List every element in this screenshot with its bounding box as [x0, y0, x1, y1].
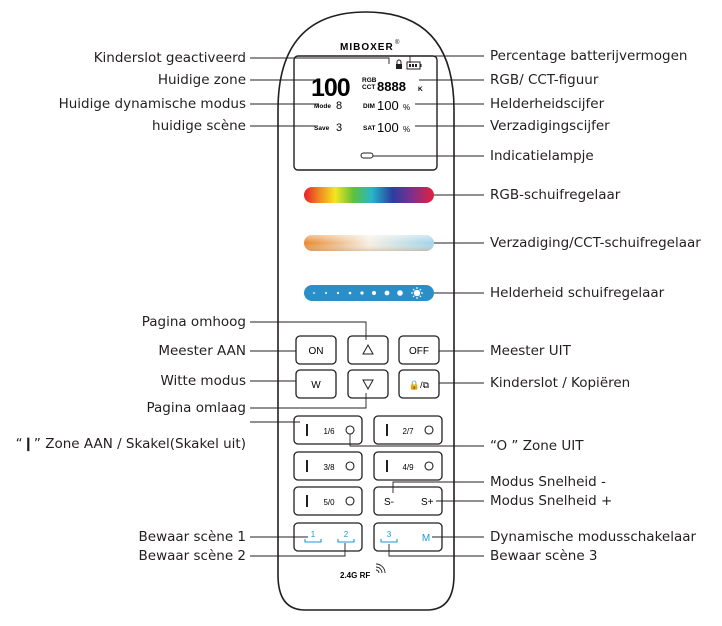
label-save-scene-3: Bewaar scène 3 [490, 548, 598, 564]
lcd-dim-unit: % [403, 103, 410, 112]
label-master-off: Meester UIT [490, 343, 571, 359]
lcd-sat-unit: % [403, 125, 410, 134]
zone-on-bar-icon [306, 495, 308, 507]
triangle-down-icon [362, 379, 374, 391]
wifi-icon [375, 563, 386, 574]
lcd-rgb-tag-top: RGB [362, 77, 377, 84]
brand-mark: ® [395, 39, 400, 46]
speed-minus-label: S- [384, 497, 394, 508]
label-dynamic-switch: Dynamische modusschakelaar [490, 529, 697, 545]
zone-5-0-button[interactable]: 5/0 [293, 486, 363, 516]
triangle-up-icon [362, 343, 374, 355]
zone-on-bar-icon [306, 424, 308, 436]
scene-1-label: 1 [311, 530, 316, 539]
lcd-dim-value: 100 [377, 98, 399, 113]
label-rgb-cct-figure: RGB/ CCT-figuur [490, 72, 599, 88]
lcd-rgb-tag-bottom: CCT [362, 84, 375, 91]
label-current-dynamic-mode: Huidige dynamische modus [58, 96, 246, 112]
label-page-down: Pagina omlaag [146, 400, 246, 416]
label-master-on: Meester AAN [158, 343, 246, 359]
scene-1-bracket-icon [304, 539, 322, 543]
label-rgb-slider: RGB-schuifregelaar [490, 187, 621, 203]
lock-copy-button[interactable] [398, 369, 440, 399]
label-current-scene: huidige scène [152, 118, 246, 134]
lcd-rgb-value: 8888 [377, 79, 406, 94]
zone-1-6-button[interactable]: 1/6 [293, 415, 363, 445]
label-child-lock-copy: Kinderslot / Kopiëren [490, 375, 631, 391]
lcd-zone-value: 100 [311, 74, 350, 102]
scene-3-label: 3 [387, 530, 392, 539]
rf-label: 2.4G RF [340, 571, 370, 580]
zone-2-7-label: 2/7 [402, 427, 414, 436]
lcd-mode-label: Mode [314, 103, 331, 110]
white-mode-button-label: W [311, 380, 321, 391]
brightness-dots-icon [313, 287, 423, 299]
zone-2-7-button[interactable]: 2/7 [373, 415, 443, 445]
label-battery: Percentage batterijvermogen [490, 48, 688, 64]
white-mode-button[interactable] [295, 369, 337, 399]
zone-off-circle-icon [345, 461, 355, 471]
zone-4-9-button[interactable]: 4/9 [373, 451, 443, 481]
zone-4-9-label: 4/9 [402, 463, 414, 472]
label-brightness-figure: Helderheidscijfer [490, 96, 605, 112]
zone-off-circle-icon [424, 461, 434, 471]
scene-3-bracket-icon [380, 539, 398, 543]
speed-button[interactable]: S- S+ [373, 486, 443, 516]
scene-2-label: 2 [344, 530, 349, 539]
zone-1-6-label: 1/6 [323, 427, 335, 436]
label-save-scene-1: Bewaar scène 1 [138, 529, 247, 545]
lcd-rgb-unit: K [418, 86, 423, 93]
lcd-mode-value: 8 [336, 100, 342, 112]
label-zone-off: “O ” Zone UIT [490, 438, 584, 454]
zone-3-8-button[interactable]: 3/8 [293, 451, 363, 481]
mode-button-label: M [422, 533, 430, 544]
scene-3-mode-button[interactable]: 3 M [373, 522, 443, 552]
zone-on-bar-icon [386, 424, 388, 436]
label-child-lock: Kinderslot geactiveerd [93, 50, 246, 66]
page-down-button[interactable] [347, 369, 389, 399]
lcd-sat-label: SAT [363, 125, 376, 132]
zone-off-circle-icon [345, 496, 355, 506]
label-current-zone: Huidige zone [157, 72, 246, 88]
zone-5-0-label: 5/0 [323, 498, 335, 507]
indicator-lamp [360, 152, 374, 159]
zone-on-bar-icon [386, 460, 388, 472]
lcd-sat-value: 100 [377, 120, 399, 135]
lcd-screen [293, 55, 438, 171]
label-white-mode: Witte modus [160, 373, 246, 389]
lock-indicator-icon [396, 59, 402, 69]
sat-cct-slider[interactable] [304, 235, 434, 251]
label-sat-cct-slider: Verzadiging/CCT-schuifregelaar [490, 235, 701, 251]
on-button-label: ON [309, 346, 324, 357]
zone-on-bar-icon [306, 460, 308, 472]
scene-2-bracket-icon [337, 539, 355, 543]
label-speed-minus: Modus Snelheid - [490, 474, 606, 490]
label-saturation-figure: Verzadigingscijfer [490, 118, 610, 134]
brightness-slider[interactable] [304, 285, 434, 301]
on-button[interactable] [295, 335, 337, 365]
label-page-up: Pagina omhoog [141, 314, 246, 330]
leader-lines [250, 55, 484, 557]
rgb-slider[interactable] [304, 187, 434, 203]
lock-copy-button-label: 🔒/⧉ [409, 380, 430, 390]
sun-icon [411, 287, 423, 299]
lcd-dim-label: DIM [363, 103, 375, 110]
lcd-save-value: 3 [336, 122, 342, 134]
battery-icon [406, 61, 422, 70]
zone-3-8-label: 3/8 [323, 463, 335, 472]
label-save-scene-2: Bewaar scène 2 [138, 548, 247, 564]
speed-plus-label: S+ [421, 497, 434, 508]
page-up-button[interactable] [347, 335, 389, 365]
label-indicator: Indicatielampje [490, 148, 594, 164]
label-zone-on: “❙” Zone AAN / Skakel(Skakel uit) [15, 436, 246, 452]
off-button[interactable] [398, 335, 440, 365]
zone-off-circle-icon [424, 425, 434, 435]
label-speed-plus: Modus Snelheid + [490, 493, 613, 509]
lcd-save-label: Save [314, 125, 330, 132]
label-brightness-slider: Helderheid schuifregelaar [490, 285, 665, 301]
brand-logo: MIBOXER [340, 42, 394, 53]
off-button-label: OFF [409, 346, 429, 357]
